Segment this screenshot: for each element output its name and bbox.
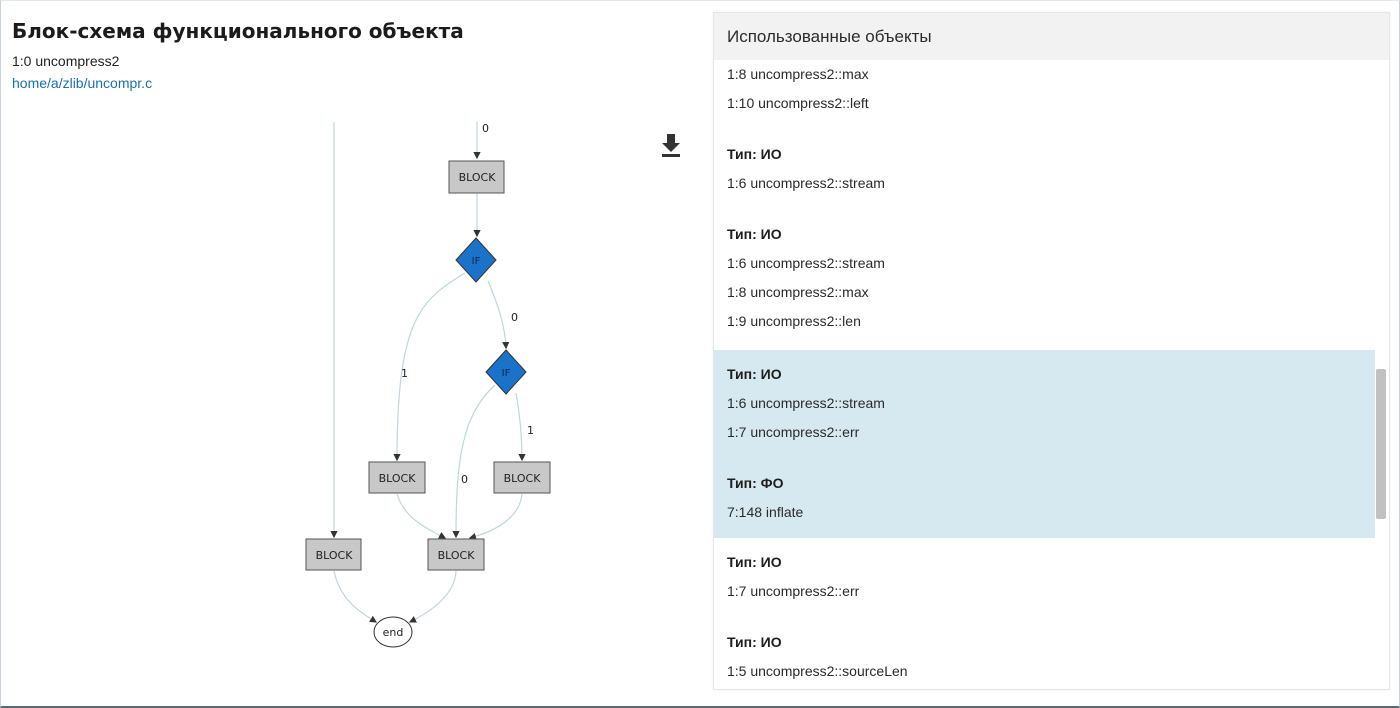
object-item[interactable]: 1:10 uncompress2::left [727,95,869,111]
node-if-2[interactable]: IF [485,349,527,395]
object-item[interactable]: 7:148 inflate [727,504,804,520]
node-if-1[interactable]: IF [455,237,497,283]
object-item[interactable]: 1:8 uncompress2::max [727,284,869,300]
edge-if2-true [515,392,526,462]
object-group: Тип: ИО 1:6 uncompress2::stream 1:8 unco… [714,220,1375,336]
svg-text:BLOCK: BLOCK [504,472,542,485]
object-group-type: Тип: ИО [727,634,782,650]
edge-label-if1-false: 0 [511,311,518,324]
object-item[interactable]: 1:7 uncompress2::err [727,583,860,599]
edge-label-entry: 0 [482,122,489,135]
page-title: Блок-схема функционального объекта [12,19,464,43]
used-objects-list[interactable]: 1:8 uncompress2::max 1:10 uncompress2::l… [714,60,1375,686]
edge-if2-false [452,384,496,539]
node-block-bottom-left[interactable]: BLOCK [305,538,362,571]
object-group-type: Тип: ИО [727,366,782,382]
object-group-type: Тип: ИО [727,146,782,162]
scrollbar-thumb[interactable] [1376,369,1386,519]
object-group: 1:8 uncompress2::max 1:10 uncompress2::l… [714,60,1375,118]
download-icon[interactable] [659,132,683,158]
object-group-type: Тип: ИО [727,554,782,570]
object-group: Тип: ИО 1:7 uncompress2::err [714,548,1375,606]
svg-text:IF: IF [502,368,511,379]
flowchart-diagram: 0 0 1 1 0 BLOCK IF IF BLOCK BLOCK [305,122,551,648]
object-item[interactable]: 1:6 uncompress2::stream [727,255,885,271]
edge-label-if2-false: 0 [461,473,468,486]
object-group: Тип: ИО 1:5 uncompress2::sourceLen [714,628,1375,686]
svg-text:BLOCK: BLOCK [316,549,354,562]
svg-text:BLOCK: BLOCK [459,171,497,184]
object-item[interactable]: 1:6 uncompress2::stream [727,395,885,411]
object-group-type: Тип: ИО [727,226,782,242]
edge-if1-true [393,272,466,462]
svg-text:end: end [383,626,404,639]
edge-midleft-to-bottom [396,493,447,539]
object-id: 1:0 uncompress2 [12,53,120,69]
edge-bottomleft-to-end [333,570,378,623]
edge-if1-false [487,280,510,350]
object-group-type: Тип: ФО [727,475,784,491]
object-item[interactable]: 1:5 uncompress2::sourceLen [727,663,908,679]
object-item[interactable]: 1:6 uncompress2::stream [727,175,885,191]
node-block-top[interactable]: BLOCK [448,160,505,194]
object-item[interactable]: 1:7 uncompress2::err [727,424,860,440]
svg-text:IF: IF [472,256,481,267]
node-end[interactable]: end [373,616,413,648]
svg-text:BLOCK: BLOCK [438,549,476,562]
edge-label-if2-true: 1 [527,424,534,437]
edge-bottomcenter-to-end [408,570,457,623]
object-item[interactable]: 1:9 uncompress2::len [727,313,861,329]
used-objects-panel: Использованные объекты 1:8 uncompress2::… [713,12,1390,690]
source-file-link[interactable]: home/a/zlib/uncompr.c [12,75,153,91]
node-block-bottom-center[interactable]: BLOCK [427,538,485,571]
used-objects-header: Использованные объекты [714,13,1389,60]
node-block-mid-left[interactable]: BLOCK [368,461,426,494]
edge-label-if1-true: 1 [401,367,408,380]
node-block-mid-right[interactable]: BLOCK [493,461,551,494]
object-group-highlighted[interactable]: Тип: ИО 1:6 uncompress2::stream 1:7 unco… [714,350,1375,538]
edge-midright-to-bottom [468,493,523,540]
flowchart-pane: Блок-схема функционального объекта 1:0 u… [0,0,700,707]
svg-text:BLOCK: BLOCK [379,472,417,485]
object-group: Тип: ИО 1:6 uncompress2::stream [714,140,1375,198]
object-item[interactable]: 1:8 uncompress2::max [727,66,869,82]
